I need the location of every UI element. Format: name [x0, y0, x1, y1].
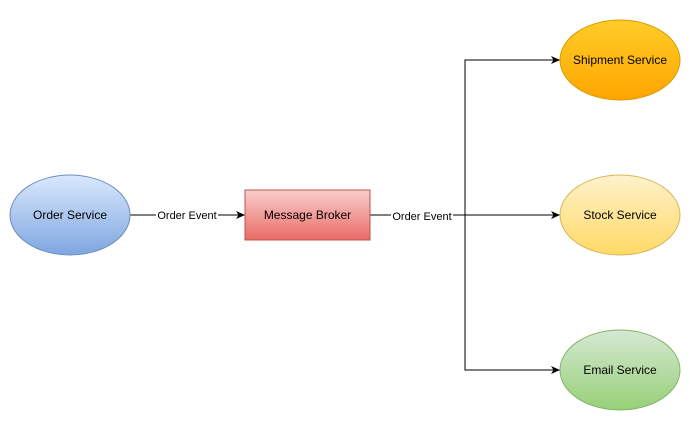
node-order-service-label: Order Service	[33, 208, 107, 222]
node-email-service[interactable]: Email Service	[559, 329, 681, 411]
node-message-broker[interactable]: Message Broker	[244, 189, 371, 241]
node-order-service[interactable]: Order Service	[9, 174, 131, 256]
node-shipment-service-label: Shipment Service	[573, 53, 667, 67]
edge-order-to-broker: Order Event	[130, 208, 245, 222]
node-stock-service[interactable]: Stock Service	[559, 174, 681, 256]
edge-label-order-event-2: Order Event	[392, 211, 451, 223]
edge-label-order-event-1: Order Event	[157, 210, 216, 222]
node-stock-service-label: Stock Service	[583, 208, 657, 222]
edge-broker-to-services: Order Event	[370, 56, 560, 374]
node-email-service-label: Email Service	[583, 363, 657, 377]
node-shipment-service[interactable]: Shipment Service	[559, 19, 681, 101]
node-message-broker-label: Message Broker	[264, 208, 351, 222]
